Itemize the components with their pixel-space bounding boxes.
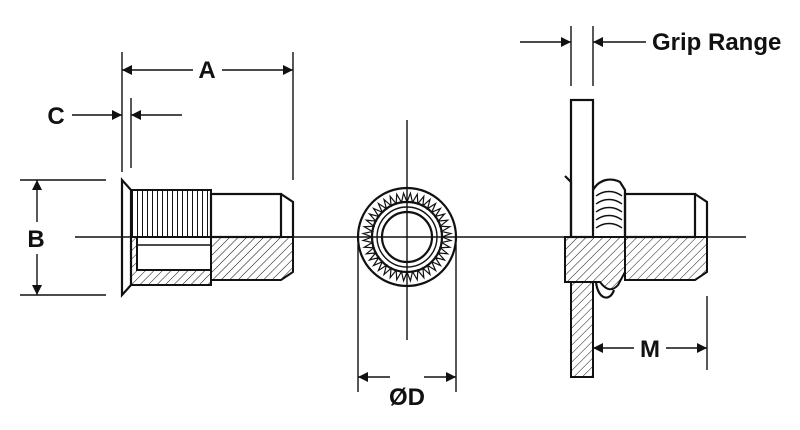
lower-wall-section [130,236,212,286]
upset-bulge-outline [592,178,627,237]
bore-circle [380,210,434,264]
knurled-body [130,189,212,238]
upper-body [209,192,283,239]
installed-chamfer [694,193,709,237]
dim-grip-label: Grip Range [652,29,781,56]
end-view: ØD [308,120,560,411]
threaded-section [210,236,294,281]
installed-flange [564,175,573,237]
outer-circle [356,186,458,288]
thread-outer-circle [376,206,438,268]
dim-a-label: A [198,57,215,84]
installed-lower-section [564,236,626,291]
sheet-upper [569,98,595,239]
upset-folds [595,190,623,229]
installed-upper-body [623,192,697,239]
installed-thread-section [624,236,708,281]
dim-d-label: ØD [389,384,425,411]
knurl-root-circle [370,200,444,274]
upset-lip [594,281,616,299]
upper-chamfer [280,193,295,237]
dim-c-label: C [47,103,64,130]
installed-view: Grip Range M [520,26,781,378]
side-view: A C B [20,52,308,298]
dim-b-label: B [27,226,44,253]
dim-m-label: M [640,336,660,363]
sheet-lower-section [570,281,594,378]
